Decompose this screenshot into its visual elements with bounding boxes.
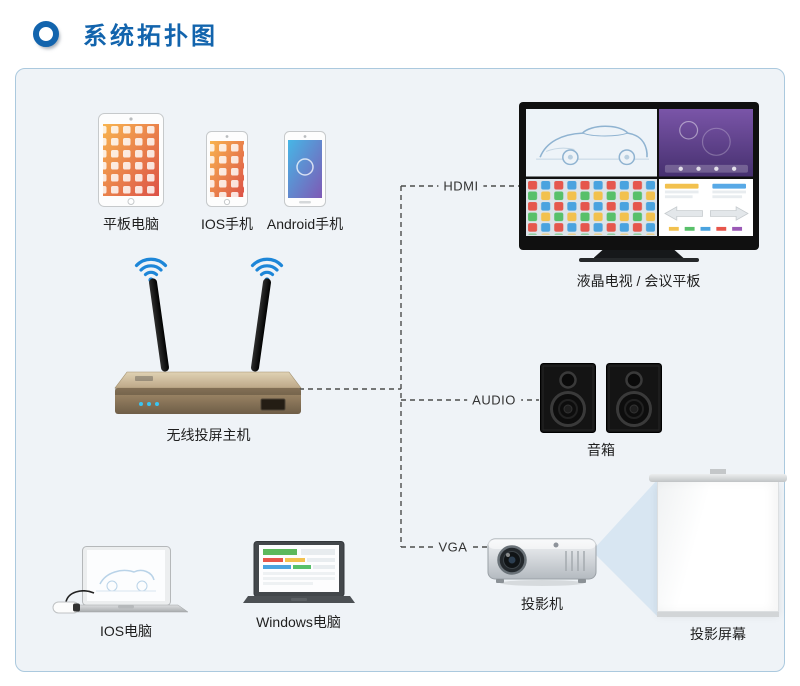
tv-quadrant-apps bbox=[525, 178, 657, 236]
screen-sheet bbox=[657, 482, 779, 612]
page-title: 系统拓扑图 bbox=[83, 23, 218, 50]
vga-label: VGA bbox=[433, 539, 473, 555]
tv-quadrant-phone bbox=[658, 109, 754, 177]
device-ios-phone: IOS手机 bbox=[172, 131, 282, 234]
windows-laptop-icon bbox=[242, 541, 355, 603]
ios-phone-label: IOS手机 bbox=[200, 216, 254, 232]
header: 系统拓扑图 bbox=[33, 16, 218, 51]
speakers-label: 音箱 bbox=[587, 442, 615, 458]
android-phone-icon bbox=[284, 131, 326, 207]
device-host: 无线投屏主机 bbox=[111, 254, 306, 445]
antenna bbox=[148, 277, 170, 373]
projection-screen-icon bbox=[649, 469, 787, 617]
speaker-icon bbox=[540, 363, 596, 433]
speakers-icon bbox=[540, 363, 662, 433]
tv-quadrant-car bbox=[525, 109, 657, 177]
device-tv: SONY 液晶电视 / 会议平板 bbox=[516, 102, 761, 291]
diagram-panel: HDMI AUDIO VGA 平板电脑 IOS手机 bbox=[15, 68, 788, 672]
device-projection-screen: 投影屏幕 bbox=[648, 469, 788, 644]
android-phone-label: Android手机 bbox=[266, 216, 344, 232]
hdmi-label: HDMI bbox=[438, 178, 484, 194]
tv-stand bbox=[593, 250, 684, 258]
projector-label: 投影机 bbox=[521, 596, 563, 612]
antenna bbox=[250, 277, 272, 373]
host-body bbox=[114, 371, 302, 414]
tablet-icon bbox=[98, 113, 164, 207]
screen-roller bbox=[649, 474, 787, 482]
tv-label: 液晶电视 / 会议平板 bbox=[576, 273, 701, 289]
device-windows-pc: Windows电脑 bbox=[241, 541, 356, 632]
projector-beam bbox=[592, 479, 658, 617]
device-ios-pc: IOS电脑 bbox=[52, 546, 196, 641]
audio-label: AUDIO bbox=[467, 392, 521, 408]
screen-mount bbox=[710, 469, 726, 474]
projection-screen-label: 投影屏幕 bbox=[690, 626, 746, 642]
tablet-label: 平板电脑 bbox=[103, 216, 159, 232]
host-icon bbox=[111, 254, 306, 418]
device-tablet: 平板电脑 bbox=[76, 113, 186, 234]
tv-icon: SONY bbox=[518, 102, 759, 264]
tv-base bbox=[578, 258, 699, 262]
speaker-icon bbox=[606, 363, 662, 433]
tv-screen bbox=[525, 109, 754, 236]
screen-bottom-bar bbox=[657, 612, 779, 617]
host-label: 无线投屏主机 bbox=[166, 427, 251, 443]
tv-quadrant-doc bbox=[658, 178, 754, 236]
ios-pc-label: IOS电脑 bbox=[99, 623, 153, 639]
ring-icon bbox=[33, 20, 59, 47]
mac-laptop-icon bbox=[64, 546, 188, 613]
device-android-phone: Android手机 bbox=[250, 131, 360, 234]
projector-icon bbox=[487, 538, 597, 586]
device-projector: 投影机 bbox=[486, 527, 598, 614]
ios-phone-icon bbox=[206, 131, 248, 207]
usb-dongle-icon bbox=[52, 590, 95, 614]
device-speakers: 音箱 bbox=[536, 363, 666, 460]
windows-pc-label: Windows电脑 bbox=[256, 614, 341, 630]
